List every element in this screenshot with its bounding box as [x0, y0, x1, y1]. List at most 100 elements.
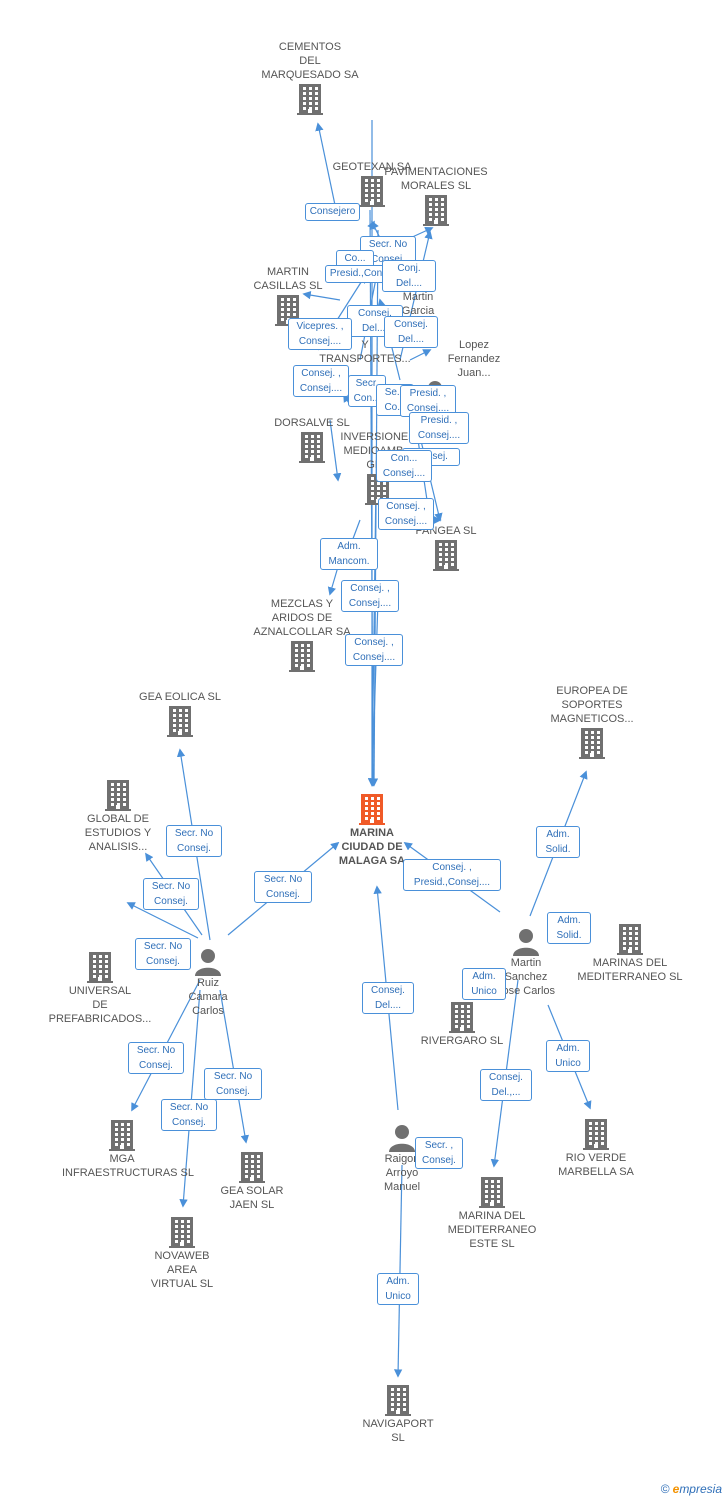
relation-text: Consej.	[358, 308, 392, 319]
relation-edge	[393, 1164, 403, 1378]
relation-text: Secr. No	[263, 874, 303, 885]
relation-text: Consejero	[309, 206, 356, 217]
node-label: MARINA DEL	[458, 1210, 526, 1222]
relation-label[interactable]: Presid. ,Consej....	[409, 412, 469, 444]
node-label: JAEN SL	[229, 1199, 275, 1211]
relation-label[interactable]: Adm.Solid.	[536, 826, 580, 858]
relation-text: Consej.	[371, 985, 405, 996]
node-label: TRANSPORTES...	[319, 353, 411, 365]
relation-label[interactable]: Conj. Del....	[382, 260, 436, 292]
relation-label[interactable]: Consej. ,Consej....	[345, 634, 403, 666]
node-label: Y	[361, 339, 369, 351]
relation-label[interactable]: Secr. ,Consej.	[415, 1137, 463, 1169]
node-label: Camara	[188, 991, 228, 1003]
relation-text: Consej.	[394, 319, 428, 330]
building-icon	[239, 1152, 265, 1183]
building-icon	[423, 195, 449, 226]
node-gea-eolica[interactable]: GEA EOLICA SL	[120, 690, 240, 738]
node-pangea[interactable]: PANGEA SL	[386, 524, 506, 572]
relation-label[interactable]: Consejero	[305, 203, 360, 221]
building-icon	[433, 540, 459, 571]
relation-label[interactable]: Adm.Unico	[377, 1273, 419, 1305]
building-icon	[449, 1002, 475, 1033]
relation-text: Consej....	[382, 468, 426, 479]
relation-text: Consej.	[422, 1155, 456, 1166]
relation-text: Conj.	[397, 263, 421, 274]
relation-text: Consej....	[298, 336, 342, 347]
relation-label[interactable]: Consej.Del.,...	[480, 1069, 532, 1101]
relation-text: Co...	[384, 402, 406, 413]
relation-text: Secr.	[355, 378, 379, 389]
relation-label[interactable]: Consej. Del....	[384, 316, 438, 348]
node-label: ESTE SL	[469, 1238, 515, 1250]
node-label: RIVERGARO SL	[420, 1035, 504, 1047]
relation-edge	[409, 349, 432, 361]
relation-label[interactable]: Consej. ,Presid.,Consej....	[403, 859, 501, 891]
node-label: Arroyo	[385, 1167, 419, 1179]
relation-label[interactable]: Consej. ,Consej....	[293, 365, 349, 397]
node-rivergaro[interactable]: RIVERGARO SL	[402, 1000, 522, 1048]
relation-text: Consej.	[177, 843, 211, 854]
relation-text: Del....	[395, 278, 423, 289]
relation-text: Mancom.	[328, 556, 370, 567]
relation-edge	[368, 599, 379, 787]
relation-text: Con...	[390, 453, 418, 464]
node-label: MAGNETICOS...	[550, 713, 634, 725]
relation-label[interactable]: Consej. ,Consej....	[378, 498, 434, 530]
relation-label[interactable]: Adm. Mancom.	[320, 538, 378, 570]
relation-label[interactable]: Adm.Unico	[462, 968, 506, 1000]
relation-label[interactable]: Adm.Solid.	[547, 912, 591, 944]
empresia-logo[interactable]: ©empresia	[661, 1482, 722, 1496]
node-transportes[interactable]: Y TRANSPORTES...	[305, 338, 425, 366]
relation-text: Del....	[397, 334, 425, 345]
relation-label[interactable]: Consej. ,Consej....	[341, 580, 399, 612]
relation-label[interactable]: Con... Consej....	[376, 450, 432, 482]
copyright-mark: ©	[660, 1482, 670, 1496]
relation-label[interactable]: Consej.Del....	[362, 982, 414, 1014]
building-icon	[87, 952, 113, 983]
relation-text: Adm.	[556, 1043, 580, 1054]
node-label: Ruiz	[196, 977, 219, 989]
node-label: MARQUESADO SA	[261, 69, 359, 81]
relation-text: Unico	[471, 986, 497, 997]
relation-text: Adm.	[557, 915, 581, 926]
building-icon	[579, 728, 605, 759]
node-geotexan[interactable]: GEOTEXAN SA	[312, 160, 432, 208]
relation-text: Adm.	[337, 541, 361, 552]
node-dorsalve[interactable]: DORSALVE SL	[252, 416, 372, 464]
node-label: GEA EOLICA SL	[139, 691, 221, 703]
relation-label[interactable]: Adm.Unico	[546, 1040, 590, 1072]
relation-label[interactable]: Presid. ,Consej....	[400, 385, 456, 417]
relation-edge	[367, 479, 377, 787]
relation-text: Consej.	[139, 1060, 173, 1071]
node-label: MALAGA SA	[338, 855, 406, 867]
relation-label[interactable]: Vicepres. ,Consej....	[288, 318, 352, 350]
person-icon	[389, 1125, 415, 1152]
